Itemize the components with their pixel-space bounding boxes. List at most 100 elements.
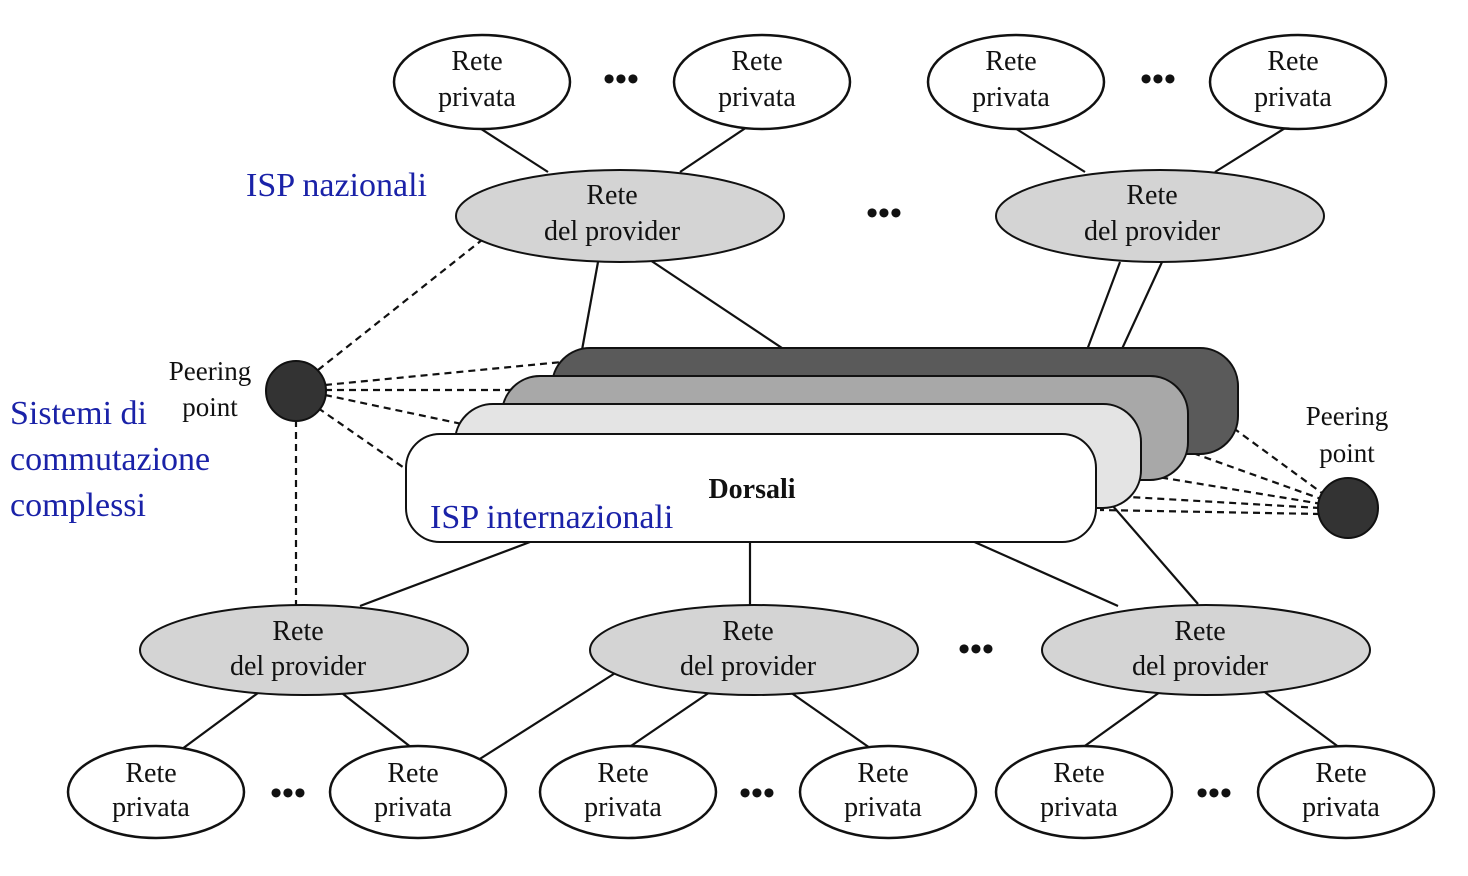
provider-network-bottom-2-shape (589, 604, 919, 696)
annotation-switching-systems-2: commutazione (10, 441, 210, 478)
private-network-bottom-1-shape (66, 744, 246, 840)
peering-left-to-backbone-1 (324, 360, 563, 387)
private-network-top-1: Rete privata (392, 33, 572, 131)
peering-connectors (294, 231, 1327, 606)
private-network-top-4-shape (1208, 33, 1388, 131)
provider-network-top-1-shape (455, 169, 785, 263)
private-network-bottom-5-shape (994, 744, 1174, 840)
peering-point-right: Peering point (1306, 401, 1388, 539)
annotation-switching-systems-1: Sistemi di (10, 395, 147, 432)
private-network-top-2: Rete privata (672, 33, 852, 131)
link-private-top-1-provider-top-1 (474, 124, 549, 173)
private-network-bottom-4-label-2: privata (844, 792, 922, 823)
private-network-bottom-6-label-2: privata (1302, 792, 1380, 823)
private-network-top-4-label-1: Rete (1267, 46, 1318, 77)
private-network-bottom-5-label-1: Rete (1053, 758, 1104, 789)
private-network-top-1-shape (392, 33, 572, 131)
private-network-bottom-2-shape (328, 744, 508, 840)
private-network-top-1-label-1: Rete (451, 46, 502, 77)
link-provider-bottom-2-private-3 (627, 691, 711, 749)
provider-network-top-1-label-2: del provider (544, 216, 681, 247)
provider-network-top-2-shape (995, 169, 1325, 263)
private-network-top-4: Rete privata (1208, 33, 1388, 131)
backbone-label: Dorsali (708, 474, 795, 505)
solid-connectors (177, 124, 1341, 763)
ellipsis-bottom-private-2: ••• (739, 775, 775, 812)
link-backbone-provider-bottom-3 (969, 538, 1119, 608)
ellipsis-bottom-private-1: ••• (270, 775, 306, 812)
private-network-top-3: Rete privata (926, 33, 1106, 131)
provider-network-bottom-1: Rete del provider (139, 604, 469, 696)
peering-right-to-backbone-5 (1099, 508, 1321, 516)
private-network-bottom-1: Rete privata (66, 744, 246, 840)
link-backbone-provider-bottom-3b (1111, 504, 1199, 605)
private-network-top-3-label-1: Rete (985, 46, 1036, 77)
annotation-switching-systems-3: complessi (10, 487, 146, 524)
private-network-top-2-shape (672, 33, 852, 131)
private-network-bottom-2-label-1: Rete (387, 758, 438, 789)
link-private-top-2-provider-top-1 (679, 124, 751, 173)
peering-point-left-label-2: point (182, 392, 238, 422)
provider-network-bottom-2-label-2: del provider (680, 651, 817, 682)
link-private-top-4-provider-top-2 (1214, 124, 1291, 173)
private-network-bottom-1-label-1: Rete (125, 758, 176, 789)
ellipsis-bottom-providers: ••• (958, 631, 994, 668)
peering-right-to-backbone-1 (1235, 429, 1327, 497)
link-provider-bottom-3-private-6 (1261, 689, 1341, 749)
private-network-top-2-label-2: privata (718, 82, 796, 113)
provider-network-bottom-2: Rete del provider (589, 604, 919, 696)
provider-network-top-1: Rete del provider (455, 169, 785, 263)
private-network-bottom-1-label-2: privata (112, 792, 190, 823)
private-network-top-1-label-2: privata (438, 82, 516, 113)
private-network-top-3-shape (926, 33, 1106, 131)
private-network-bottom-4: Rete privata (798, 744, 978, 840)
link-provider-bottom-2-private-2 (474, 669, 621, 763)
private-network-bottom-6-label-1: Rete (1315, 758, 1366, 789)
backbone-front (405, 433, 1097, 543)
provider-network-bottom-3-shape (1041, 604, 1371, 696)
peering-right-to-backbone-3 (1139, 472, 1323, 506)
private-network-top-3-label-2: privata (972, 82, 1050, 113)
ellipsis-top-private-right: ••• (1140, 61, 1176, 98)
provider-network-bottom-1-label-2: del provider (230, 651, 367, 682)
peering-point-right-node (1317, 477, 1379, 539)
provider-network-bottom-2-label-1: Rete (722, 616, 773, 647)
peering-point-left-label-1: Peering (169, 356, 251, 386)
private-network-bottom-3-shape (538, 744, 718, 840)
annotation-national-isp: ISP nazionali (246, 167, 427, 204)
private-network-bottom-6-shape (1256, 744, 1436, 840)
private-network-bottom-6: Rete privata (1256, 744, 1436, 840)
link-provider-top-2-backbone-a (1085, 261, 1122, 351)
link-provider-bottom-1-private-2 (337, 689, 413, 749)
provider-network-bottom-3-label-2: del provider (1132, 651, 1269, 682)
private-network-bottom-4-shape (798, 744, 978, 840)
link-provider-bottom-3-private-5 (1081, 691, 1161, 749)
peering-left-to-backbone-4 (317, 407, 411, 473)
link-provider-bottom-1-private-1 (177, 689, 263, 753)
private-network-bottom-2: Rete privata (328, 744, 508, 840)
peering-right-to-backbone-4 (1111, 494, 1321, 510)
private-network-bottom-3-label-1: Rete (597, 758, 648, 789)
peering-left-to-backbone-3 (324, 393, 463, 426)
private-network-bottom-5-label-2: privata (1040, 792, 1118, 823)
provider-network-bottom-1-label-1: Rete (272, 616, 323, 647)
link-private-top-3-provider-top-2 (1009, 124, 1086, 173)
private-network-bottom-3: Rete privata (538, 744, 718, 840)
ellipsis-top-providers: ••• (866, 195, 902, 232)
peering-point-right-label-2: point (1319, 438, 1375, 468)
backbone-stack: Dorsali (405, 347, 1239, 543)
link-provider-bottom-2-private-4 (789, 691, 871, 749)
provider-network-bottom-3: Rete del provider (1041, 604, 1371, 696)
provider-network-top-2-label-1: Rete (1126, 180, 1177, 211)
peering-point-left: Peering point (169, 356, 327, 422)
provider-network-top-2: Rete del provider (995, 169, 1325, 263)
ellipsis-top-private-left: ••• (603, 61, 639, 98)
private-network-bottom-4-label-1: Rete (857, 758, 908, 789)
peering-left-to-provider-top-1 (317, 231, 493, 371)
annotations: ISP nazionali Sistemi di commutazione co… (10, 167, 673, 536)
ellipsis-bottom-private-3: ••• (1196, 775, 1232, 812)
peering-point-left-node (265, 360, 327, 422)
provider-network-bottom-1-shape (139, 604, 469, 696)
ellipsis-markers: ••• ••• ••• ••• ••• ••• ••• (270, 61, 1232, 812)
private-network-bottom-3-label-2: privata (584, 792, 662, 823)
